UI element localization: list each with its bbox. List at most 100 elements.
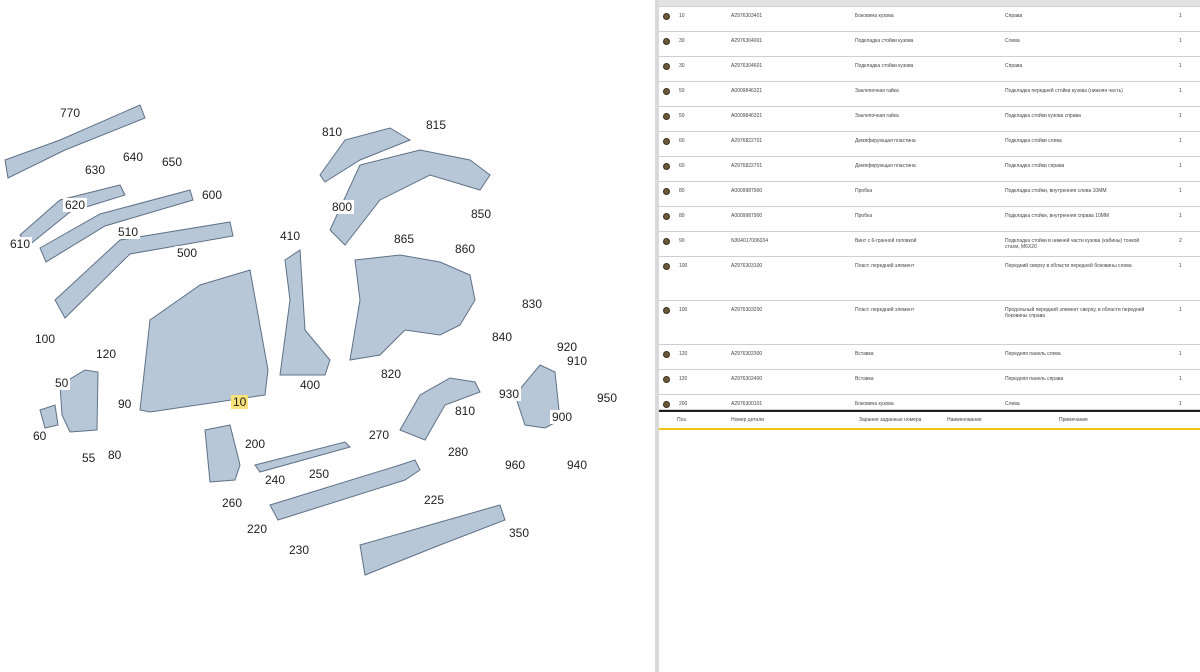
callout-930[interactable]: 930 [497,387,522,401]
callout-800[interactable]: 800 [330,200,355,214]
pane-splitter[interactable] [655,0,659,672]
callout-280[interactable]: 280 [446,445,471,459]
callout-510[interactable]: 510 [116,225,141,239]
cell-part-number: A2976303200 [731,307,763,313]
callout-60[interactable]: 60 [31,429,49,443]
callout-270[interactable]: 270 [367,428,392,442]
cell-quantity: 2 [1179,238,1182,244]
callout-120[interactable]: 120 [94,347,119,361]
table-top-bar [659,0,1200,7]
callout-260[interactable]: 260 [220,496,245,510]
callout-400[interactable]: 400 [298,378,323,392]
column-header-number[interactable]: Номер детали [731,417,765,423]
body-panel-shape[interactable] [329,149,491,246]
callout-200[interactable]: 200 [243,437,268,451]
callout-910[interactable]: 910 [565,354,590,368]
callout-90[interactable]: 90 [116,397,134,411]
callout-50[interactable]: 50 [53,376,71,390]
cell-name: Пробка [855,213,873,219]
row-status-icon [663,376,670,383]
body-panel-shape[interactable] [54,221,234,319]
cell-name: Боковина кузова [855,401,894,407]
callout-640[interactable]: 640 [121,150,146,164]
parts-diagram[interactable]: 770 810 815 630 640 650 600 620 610 510 500 410 800 8… [0,0,655,672]
callout-840[interactable]: 840 [490,330,515,344]
callout-650[interactable]: 650 [160,155,185,169]
callout-225[interactable]: 225 [422,493,447,507]
body-panel-shape[interactable] [204,424,241,483]
callout-620[interactable]: 620 [63,198,88,212]
body-panel-shape[interactable] [39,404,59,429]
body-panel-shape[interactable] [359,504,506,576]
callout-240[interactable]: 240 [263,473,288,487]
body-panel-shape[interactable] [279,249,331,376]
callout-80[interactable]: 80 [106,448,124,462]
body-panel-shape[interactable] [269,459,421,521]
body-panel-shape[interactable] [399,377,481,441]
cell-part-number: A2976302400 [731,376,763,382]
row-status-icon [663,163,670,170]
callout-500[interactable]: 500 [175,246,200,260]
column-header-name[interactable]: Наименование [947,417,982,423]
column-header-note[interactable]: Примечание [1059,417,1088,423]
row-status-icon [663,13,670,20]
cell-part-number: A2976304001 [731,38,763,44]
cell-position: 100 [679,307,688,313]
callout-610[interactable]: 610 [8,237,33,251]
callout-865[interactable]: 865 [392,232,417,246]
callout-860[interactable]: 860 [453,242,478,256]
callout-920[interactable]: 920 [555,340,580,354]
callout-350[interactable]: 350 [507,526,532,540]
callout-55[interactable]: 55 [80,451,98,465]
body-panel-shape[interactable] [139,269,269,413]
callout-410[interactable]: 410 [278,229,303,243]
row-status-icon [663,113,670,120]
callout-900[interactable]: 900 [550,410,575,424]
row-status-icon [663,238,670,245]
row-status-icon [663,351,670,358]
callout-250[interactable]: 250 [307,467,332,481]
callout-810[interactable]: 810 [453,404,478,418]
cell-note: Подкладка передней стойки кузова (нижняя… [1005,88,1123,94]
callout-810[interactable]: 810 [320,125,345,139]
body-panel-shape[interactable] [4,104,146,179]
body-panel-shape[interactable] [349,254,476,361]
callout-850[interactable]: 850 [469,207,494,221]
callout-10[interactable]: 10 [231,395,249,409]
callout-100[interactable]: 100 [33,332,58,346]
callout-220[interactable]: 220 [245,522,270,536]
callout-830[interactable]: 830 [520,297,545,311]
cell-quantity: 1 [1179,188,1182,194]
callout-960[interactable]: 960 [503,458,528,472]
callout-940[interactable]: 940 [565,458,590,472]
callout-600[interactable]: 600 [200,188,225,202]
cell-part-number: A0009987900 [731,213,763,219]
column-header-predefined[interactable]: Заранее заданные номера [859,417,922,423]
column-header-pos[interactable]: Поз. [677,417,687,423]
callout-770[interactable]: 770 [58,106,83,120]
callout-230[interactable]: 230 [287,543,312,557]
body-panel-shape[interactable] [39,189,194,263]
cell-position: 50 [679,88,685,94]
callout-950[interactable]: 950 [595,391,620,405]
callout-820[interactable]: 820 [379,367,404,381]
body-panel-shape[interactable] [319,127,412,183]
callout-630[interactable]: 630 [83,163,108,177]
body-panel-shape[interactable] [254,441,351,473]
callout-815[interactable]: 815 [424,118,449,132]
